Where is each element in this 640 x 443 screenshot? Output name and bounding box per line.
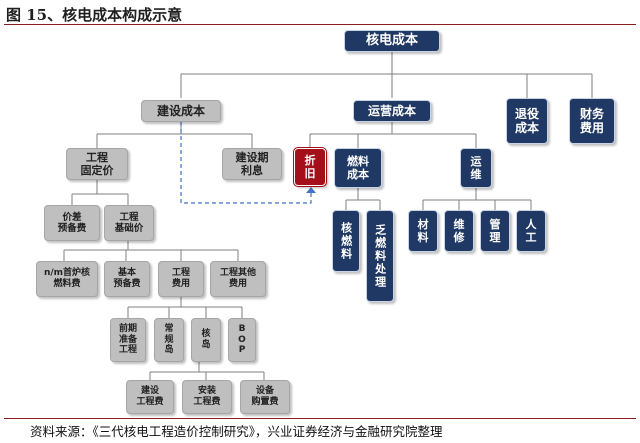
node-finance-cost: 财务 费用 [569, 98, 615, 144]
node-operation-maintenance: 运 维 [460, 148, 492, 188]
node-construction-interest: 建设期 利息 [222, 148, 282, 180]
node-construction-engineering-fee: 建设 工程费 [126, 380, 174, 414]
node-maintenance: 维 修 [444, 210, 474, 252]
node-preliminary-works: 前期 准备 工程 [110, 318, 146, 362]
node-decommission-cost: 退役 成本 [506, 98, 548, 144]
node-basic-reserve: 基本 预备费 [104, 261, 150, 297]
title-rule [4, 24, 636, 25]
node-materials: 材 料 [408, 210, 438, 252]
node-price-difference-reserve: 价差 预备费 [44, 205, 100, 241]
node-first-core-fuel: n/m首炉核 燃料费 [36, 261, 98, 297]
node-installation-engineering-fee: 安装 工程费 [182, 380, 232, 414]
node-nuclear-fuel: 核燃料 [332, 210, 360, 272]
node-engineering-cost: 工程 费用 [158, 261, 204, 297]
node-labor: 人 工 [516, 210, 546, 252]
node-equipment-purchase-fee: 设备 购置费 [240, 380, 290, 414]
node-operation-cost: 运营成本 [353, 100, 431, 122]
source-note: 资料来源：《三代核电工程造价控制研究》，兴业证券经济与金融研究院整理 [30, 424, 443, 439]
node-management: 管 理 [480, 210, 510, 252]
node-engineering-base-price: 工程 基础价 [104, 205, 154, 241]
node-fuel-cost: 燃料 成本 [334, 148, 382, 188]
source-rule [4, 418, 636, 419]
node-engineering-fixed-price: 工程 固定价 [66, 148, 128, 180]
node-construction-cost: 建设成本 [141, 100, 221, 122]
node-bop: B O P [228, 318, 256, 362]
node-depreciation: 折 旧 [293, 147, 327, 187]
node-spent-fuel-treatment: 乏燃料处理 [366, 210, 394, 302]
node-nuclear-power-cost: 核电成本 [344, 30, 440, 52]
node-conventional-island: 常 规 岛 [154, 318, 184, 362]
figure-title: 图 15、核电成本构成示意 [6, 6, 183, 24]
node-other-engineering-cost: 工程其他 费用 [210, 261, 266, 297]
node-nuclear-island: 核 岛 [191, 318, 221, 362]
